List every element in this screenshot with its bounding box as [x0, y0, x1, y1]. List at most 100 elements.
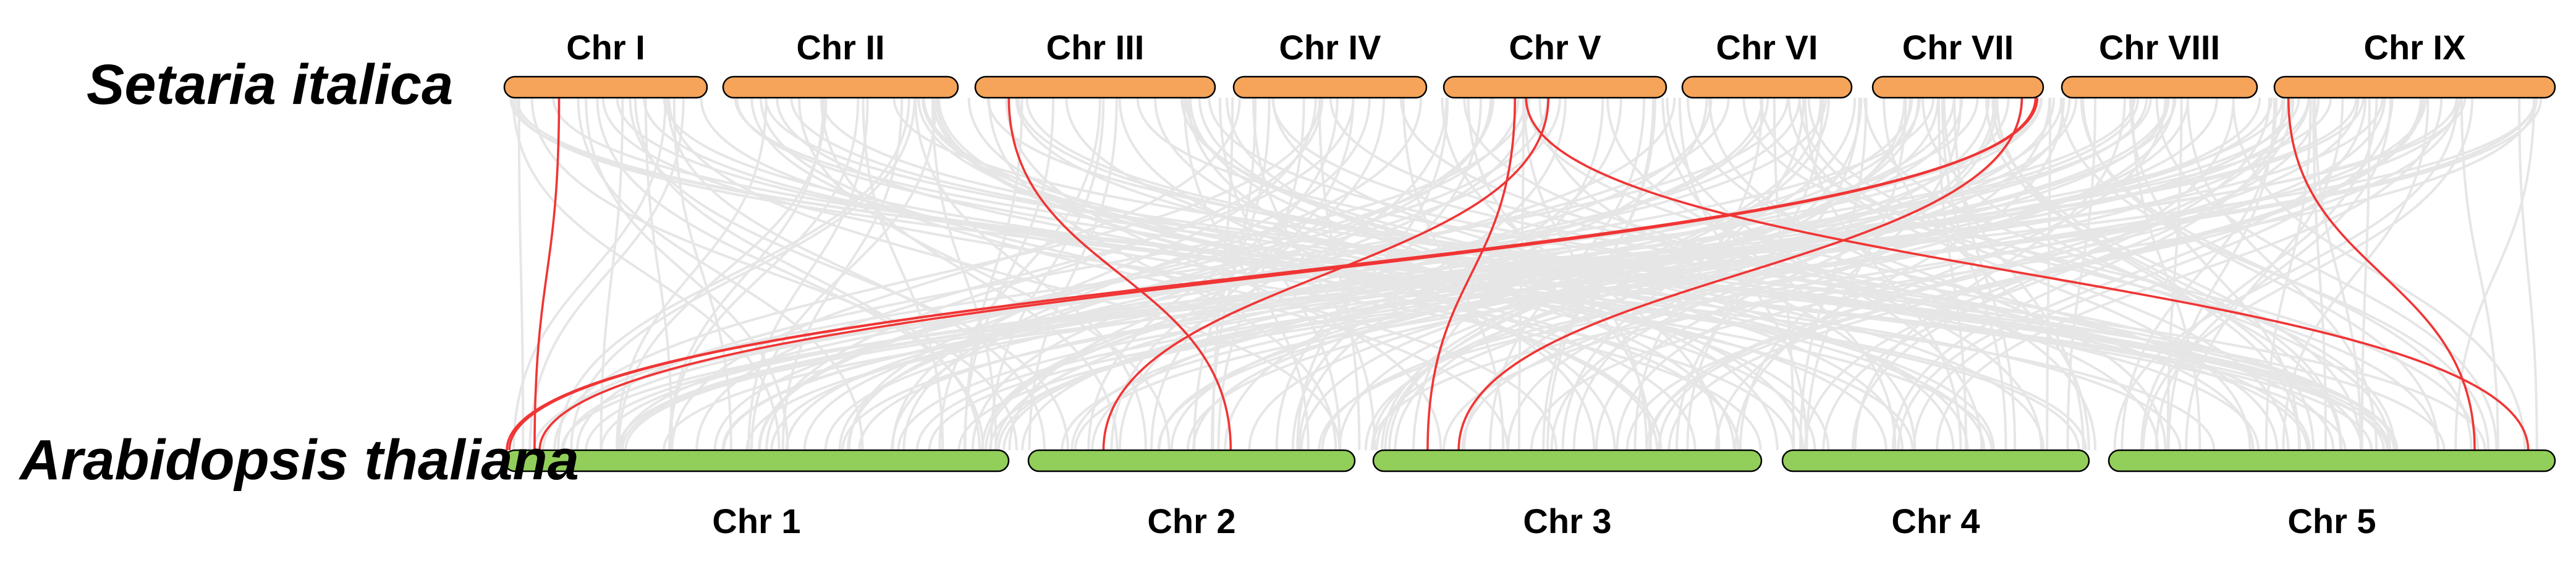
top-genome-track	[503, 75, 2556, 99]
background-link	[2518, 97, 2538, 451]
background-link	[750, 97, 938, 451]
chromosome-bar-top-v	[1443, 75, 1667, 99]
highlighted-links	[506, 97, 2530, 451]
background-link	[1822, 97, 2295, 451]
highlighted-link-v-2	[1102, 97, 1549, 451]
background-link	[570, 97, 916, 451]
background-link	[2460, 97, 2499, 451]
background-link	[616, 97, 2358, 451]
background-link	[1381, 97, 1823, 451]
chromosome-bar-top-viii	[2061, 75, 2258, 99]
background-link	[1633, 97, 1763, 451]
background-link	[1460, 97, 2176, 451]
background-link	[1550, 97, 1996, 451]
chromosome-label-bottom-2: Chr 2	[1147, 502, 1235, 540]
background-link	[512, 97, 781, 451]
background-link	[1154, 97, 1735, 451]
background-link	[1891, 97, 2286, 451]
background-link	[1188, 97, 1804, 451]
background-link	[838, 97, 1676, 451]
chromosome-bar-top-ii	[722, 75, 959, 99]
background-link	[1329, 97, 2363, 451]
highlighted-link-iii-2	[1007, 97, 1232, 451]
background-link	[841, 97, 2273, 451]
background-link	[1530, 97, 2386, 451]
background-link	[557, 97, 910, 451]
chromosome-bar-top-ix	[2273, 75, 2556, 99]
background-link	[1091, 97, 1921, 451]
chromosome-label-bottom-4: Chr 4	[1891, 502, 1980, 540]
background-link	[1298, 97, 1622, 451]
labels: Setaria italica Arabidopsis thaliana Chr…	[19, 28, 2465, 540]
highlighted-link-vii-3	[1457, 97, 2023, 451]
background-link	[750, 97, 1509, 451]
chromosome-bar-bottom-5	[2108, 449, 2556, 472]
background-link	[2140, 97, 2378, 451]
background-link	[964, 97, 1023, 451]
background-link	[938, 97, 1101, 451]
background-link	[600, 97, 624, 451]
chromosome-bar-top-vii	[1871, 75, 2044, 99]
chromosome-label-bottom-1: Chr 1	[712, 502, 800, 540]
background-link	[1463, 97, 2159, 451]
background-link	[577, 97, 864, 451]
highlighted-link-v-3	[1426, 97, 1516, 451]
background-link	[797, 97, 1171, 451]
background-link	[2066, 97, 2097, 451]
background-link	[745, 97, 2300, 451]
background-link	[528, 97, 685, 451]
chromosome-label-top-iv: Chr IV	[1279, 28, 1381, 67]
chromosome-label-top-vii: Chr VII	[1902, 28, 2014, 67]
background-link	[765, 97, 2446, 451]
chromosome-bar-top-iii	[974, 75, 1216, 99]
background-link	[624, 97, 2458, 451]
background-link	[862, 97, 944, 451]
background-link	[2282, 97, 2430, 451]
chromosome-bar-bottom-1	[503, 449, 1010, 472]
background-link	[1296, 97, 1449, 451]
chromosome-bar-top-i	[503, 75, 708, 99]
background-link	[541, 97, 1789, 451]
highlighted-link-ix-5	[2287, 97, 2476, 451]
background-link	[2454, 97, 2536, 451]
background-link	[1318, 97, 2427, 451]
background-link	[644, 97, 674, 451]
background-link	[765, 97, 1324, 451]
background-link	[617, 97, 828, 451]
background-link	[1787, 97, 2252, 451]
chromosome-bar-bottom-3	[1372, 449, 1763, 472]
background-link	[928, 97, 2537, 451]
background-link	[1759, 97, 2480, 451]
background-link	[530, 97, 1018, 451]
background-link	[596, 97, 985, 451]
highlighted-link-v-5	[1525, 97, 2530, 451]
background-link	[1985, 97, 2343, 451]
chromosome-label-top-viii: Chr VIII	[2099, 28, 2220, 67]
background-link	[585, 97, 789, 451]
chromosome-bar-bottom-4	[1781, 449, 2090, 472]
background-link	[971, 97, 1493, 451]
species-label-bottom: Arabidopsis thaliana	[19, 429, 579, 492]
background-link	[1936, 97, 2443, 451]
highlighted-link-i-1	[533, 97, 561, 451]
background-link	[1991, 97, 2363, 451]
background-link	[1074, 97, 2462, 451]
chromosome-label-top-vi: Chr VI	[1716, 28, 1818, 67]
chromosome-label-bottom-5: Chr 5	[2287, 502, 2376, 540]
background-link	[1606, 97, 2043, 451]
species-label-top: Setaria italica	[87, 53, 453, 116]
chromosome-label-top-ii: Chr II	[796, 28, 884, 67]
highlighted-link-vii-1	[538, 97, 2037, 451]
background-link	[1941, 97, 2007, 451]
background-link	[642, 97, 1993, 451]
bottom-genome-track	[503, 449, 2556, 472]
chromosome-bar-top-iv	[1232, 75, 1428, 99]
background-links	[509, 97, 2543, 451]
background-link	[1799, 97, 1868, 451]
background-link	[1883, 97, 2090, 451]
background-link	[517, 97, 525, 451]
background-link	[1388, 97, 1830, 451]
background-link	[2166, 97, 2183, 451]
chromosome-label-top-ix: Chr IX	[2364, 28, 2466, 67]
